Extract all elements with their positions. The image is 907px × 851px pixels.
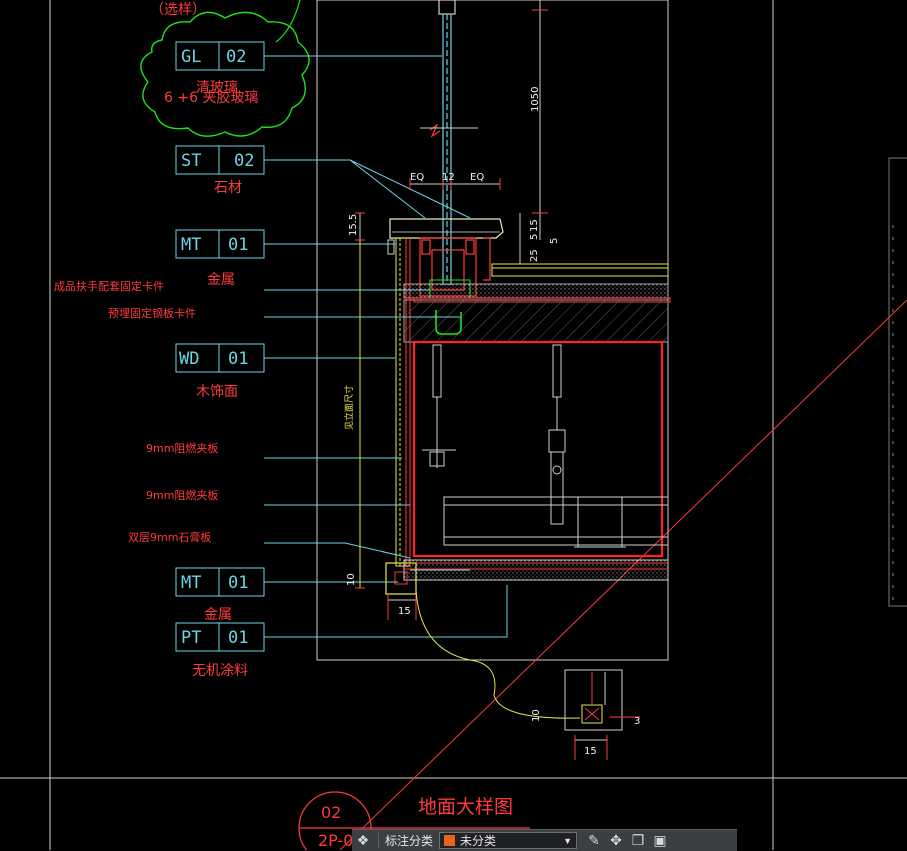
- dim-5b: 5: [529, 234, 540, 240]
- copy-icon[interactable]: ❐: [631, 832, 645, 848]
- dim-15: 15: [398, 606, 411, 617]
- category-color-swatch: [444, 835, 456, 846]
- dim-5-right: 5: [549, 238, 560, 244]
- dim-vertical-note: 见立面尺寸: [343, 385, 355, 430]
- mt1-num: 01: [228, 235, 248, 255]
- dim-eq-left: EQ: [410, 172, 424, 183]
- gl-code: GL: [181, 47, 201, 67]
- revision-cloud: [140, 11, 310, 137]
- mt2-num: 01: [228, 573, 248, 593]
- dim-1050: 1050: [530, 87, 541, 112]
- mt2-name: 金属: [204, 607, 232, 623]
- mt2-code: MT: [181, 573, 201, 593]
- edit-icon[interactable]: ✎: [588, 832, 600, 848]
- note-gypsum: 双层9mm石膏板: [128, 530, 211, 544]
- dim-12: 12: [442, 172, 455, 183]
- dim-15-right: 15: [529, 219, 540, 232]
- note-handrail: 成品扶手配套固定卡件: [54, 279, 164, 293]
- pt-name: 无机涂料: [192, 663, 248, 679]
- note-board-2: 9mm阻燃夹板: [146, 488, 218, 502]
- st-num: 02: [234, 151, 254, 171]
- toolbar-actions: ✎ ✥ ❐ ▣: [583, 830, 671, 851]
- gl-name-2: 6 +6 夹胶玻璃: [164, 89, 258, 106]
- optional-note: （选样）: [150, 2, 206, 18]
- detail-dim-3: 3: [634, 716, 640, 727]
- gl-num: 02: [226, 47, 246, 67]
- corner-detail: [564, 669, 640, 760]
- detail-dim-15: 15: [584, 746, 597, 757]
- wd-name: 木饰面: [196, 384, 238, 400]
- grip-icon[interactable]: ❖: [356, 832, 370, 848]
- leader-lines: [264, 55, 508, 638]
- ceiling-bottom-layers: [403, 559, 669, 581]
- dim-10: 10: [346, 573, 357, 586]
- hanger-rods: [422, 344, 626, 548]
- wd-num: 01: [228, 349, 248, 369]
- detail-dim-10: 10: [531, 709, 542, 722]
- pt-code: PT: [181, 628, 201, 648]
- dim-25: 25: [529, 249, 540, 262]
- dim-15-5-left: 15.5: [348, 214, 359, 236]
- gl-name-1: 清玻璃: [196, 79, 238, 96]
- toolbar-divider: [378, 832, 379, 849]
- pt-num: 01: [228, 628, 248, 648]
- drawing-title: 地面大样图: [418, 796, 513, 818]
- dim-eq-right: EQ: [470, 172, 484, 183]
- ceiling-box: [412, 340, 669, 558]
- break-symbol: [429, 123, 441, 138]
- chevron-down-icon: ▼: [563, 835, 573, 846]
- note-embed: 预埋固定钢板卡件: [108, 306, 196, 320]
- floor-finish-layers: [403, 263, 671, 343]
- title-circle: [298, 791, 530, 850]
- glass-panel: [438, 0, 456, 285]
- move-icon[interactable]: ✥: [610, 832, 622, 848]
- dimension-lines: [355, 0, 548, 620]
- category-dropdown[interactable]: 未分类 ▼: [439, 832, 578, 849]
- paste-icon[interactable]: ▣: [653, 832, 667, 848]
- detail-callout-curve: [415, 589, 581, 719]
- wall-layers: [387, 237, 411, 567]
- stone-cap: [389, 218, 504, 239]
- wd-code: WD: [179, 349, 199, 369]
- annotation-toolbar: ❖ 标注分类 未分类 ▼ ✎ ✥ ❐ ▣: [352, 829, 737, 851]
- corner-bead: [385, 562, 417, 595]
- category-dropdown-value: 未分类: [460, 834, 497, 848]
- title-number: 02: [321, 803, 341, 822]
- annotation-category-label: 标注分类: [385, 834, 434, 848]
- mt1-name: 金属: [207, 272, 235, 288]
- mt1-code: MT: [181, 235, 201, 255]
- st-name: 石材: [214, 180, 242, 196]
- st-code: ST: [181, 151, 201, 171]
- note-board-1: 9mm阻燃夹板: [146, 441, 218, 455]
